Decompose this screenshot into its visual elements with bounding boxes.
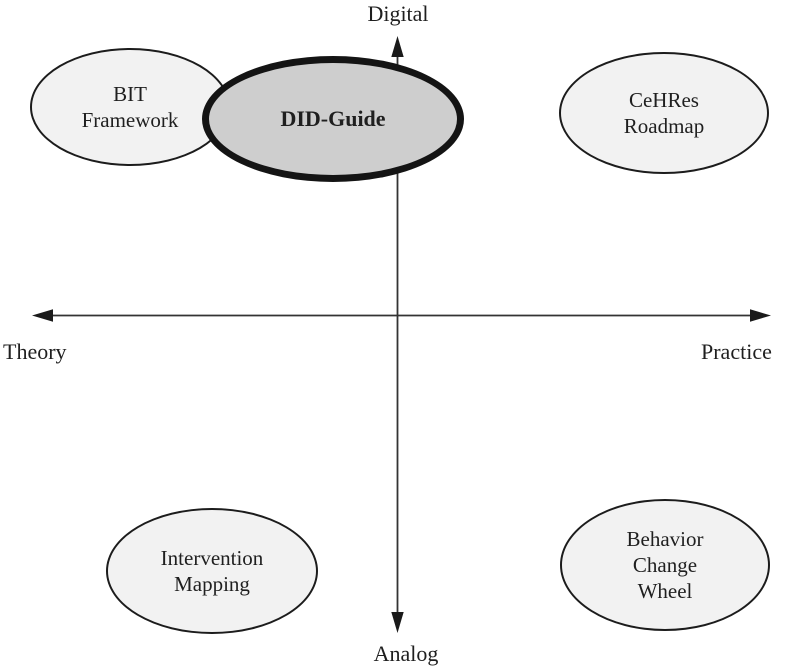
- node-bit-framework-label: BIT Framework: [81, 82, 179, 132]
- arrowhead-down-icon: [391, 612, 404, 633]
- node-cehres-roadmap-label: CeHRes Roadmap: [623, 88, 705, 138]
- node-intervention-mapping: Intervention Mapping: [106, 508, 318, 634]
- node-behavior-change-wheel: Behavior Change Wheel: [560, 499, 770, 631]
- axis-label-theory: Theory: [3, 339, 67, 364]
- axis-label-analog: Analog: [373, 641, 439, 666]
- node-bit-framework: BIT Framework: [30, 48, 230, 166]
- axis-label-digital: Digital: [367, 1, 429, 26]
- node-did-guide: DID-Guide: [202, 56, 464, 182]
- arrowhead-left-icon: [32, 309, 53, 322]
- node-intervention-mapping-label: Intervention Mapping: [160, 546, 264, 596]
- node-did-guide-label: DID-Guide: [280, 106, 386, 131]
- node-behavior-change-wheel-label: Behavior Change Wheel: [626, 527, 704, 603]
- arrowhead-up-icon: [391, 36, 404, 57]
- arrowhead-right-icon: [750, 309, 771, 322]
- node-cehres-roadmap: CeHRes Roadmap: [559, 52, 769, 174]
- axis-label-practice: Practice: [701, 339, 772, 364]
